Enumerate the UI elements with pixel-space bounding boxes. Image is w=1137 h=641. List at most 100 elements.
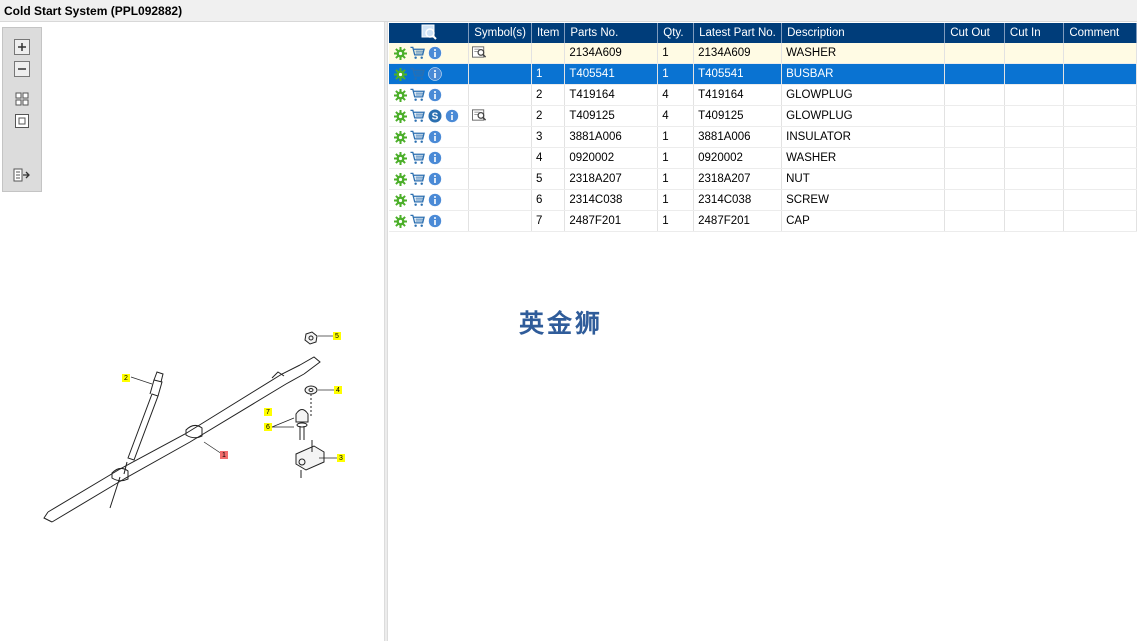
table-row[interactable]: S 1 T405541 1 T405541 BUSBAR: [389, 63, 1137, 85]
cell-parts-no: 2318A207: [564, 168, 659, 190]
callout-2[interactable]: 2: [122, 374, 130, 382]
cell-cut-out: [944, 189, 1005, 211]
diagram-pane[interactable]: 1 2 3 4 5 6 7: [0, 22, 384, 641]
cell-cut-in: [1004, 168, 1065, 190]
cell-description: WASHER: [781, 147, 946, 169]
cell-cut-out: [944, 105, 1005, 127]
header-parts-no[interactable]: Parts No.: [564, 23, 659, 43]
row-symbols: [468, 43, 532, 64]
row-symbols: [468, 210, 532, 232]
cart-icon[interactable]: [410, 88, 425, 103]
parts-list-pane: Symbol(s) Item Parts No. Qty. Latest Par…: [389, 22, 1137, 641]
table-row[interactable]: S 5 2318A207 1 2318A207 NUT: [389, 168, 1137, 190]
zoom-in-icon[interactable]: [13, 38, 31, 56]
callout-7-box: [264, 408, 272, 416]
cell-latest-part-no: T409125: [693, 105, 783, 127]
parts-diagram[interactable]: 1 2 3 4 5 6 7: [0, 22, 384, 641]
view-detail-icon[interactable]: [472, 107, 487, 122]
cell-parts-no: 0920002: [564, 147, 659, 169]
cart-icon[interactable]: [410, 109, 425, 124]
callout-5-label: 5: [335, 333, 339, 340]
cell-item: 4: [531, 147, 566, 169]
window-titlebar: Cold Start System (PPL092882): [0, 0, 1137, 22]
header-qty[interactable]: Qty.: [657, 23, 695, 43]
cell-parts-no: T409125: [564, 105, 659, 127]
cell-qty: 1: [657, 168, 695, 190]
export-list-icon[interactable]: [13, 166, 31, 184]
cart-icon[interactable]: [410, 214, 425, 229]
cell-qty: 1: [657, 126, 695, 148]
header-item[interactable]: Item: [531, 23, 566, 43]
callout-7[interactable]: 7: [264, 408, 272, 416]
cell-item: 5: [531, 168, 566, 190]
callout-6[interactable]: 6: [264, 423, 272, 431]
svg-text:S: S: [431, 112, 438, 123]
callout-5[interactable]: 5: [333, 332, 341, 340]
fit-all-icon[interactable]: [13, 90, 31, 108]
cell-qty: 4: [657, 105, 695, 127]
table-row[interactable]: S 2134A609 1 2134A609 WASHER: [389, 43, 1137, 64]
header-description[interactable]: Description: [781, 23, 946, 43]
info-icon[interactable]: [427, 130, 442, 145]
gear-icon[interactable]: [393, 88, 408, 103]
cart-icon[interactable]: [410, 46, 425, 61]
info-icon[interactable]: [427, 214, 442, 229]
header-actions[interactable]: [389, 23, 470, 43]
table-row[interactable]: S 2 T419164 4 T419164 GLOWPLUG: [389, 84, 1137, 106]
gear-icon[interactable]: [393, 193, 408, 208]
row-actions: S: [389, 147, 470, 169]
table-row[interactable]: S 3 3881A006 1 3881A006 INSULATOR: [389, 126, 1137, 148]
search-parts-icon[interactable]: [421, 24, 437, 40]
info-icon[interactable]: [427, 88, 442, 103]
cart-icon[interactable]: [410, 172, 425, 187]
cell-description: CAP: [781, 210, 946, 232]
cell-description: BUSBAR: [781, 63, 946, 85]
callout-5-box: [333, 332, 341, 340]
supersession-icon[interactable]: S: [427, 109, 442, 124]
info-icon[interactable]: [427, 172, 442, 187]
cell-latest-part-no: T405541: [693, 63, 783, 85]
info-icon[interactable]: [444, 109, 459, 124]
zoom-out-icon[interactable]: [13, 60, 31, 78]
cart-icon[interactable]: [410, 130, 425, 145]
cell-latest-part-no: 0920002: [693, 147, 783, 169]
header-symbols[interactable]: Symbol(s): [468, 23, 532, 43]
pane-splitter[interactable]: [384, 22, 388, 641]
table-row[interactable]: S 6 2314C038 1 2314C038 SCREW: [389, 189, 1137, 211]
gear-icon[interactable]: [393, 130, 408, 145]
cell-comment: [1063, 126, 1137, 148]
gear-icon[interactable]: [393, 46, 408, 61]
cart-icon[interactable]: [410, 151, 425, 166]
callout-1[interactable]: 1: [220, 451, 228, 459]
cell-cut-out: [944, 43, 1005, 64]
gear-icon[interactable]: [393, 151, 408, 166]
table-row[interactable]: S 7 2487F201 1 2487F201 CAP: [389, 210, 1137, 232]
cart-icon[interactable]: [410, 193, 425, 208]
table-row[interactable]: S 4 0920002 1 0920002 WASHER: [389, 147, 1137, 169]
info-icon[interactable]: [427, 46, 442, 61]
cell-item: 7: [531, 210, 566, 232]
info-icon[interactable]: [427, 193, 442, 208]
actual-size-icon[interactable]: [13, 112, 31, 130]
header-cut-in[interactable]: Cut In: [1004, 23, 1065, 43]
info-icon[interactable]: [427, 67, 442, 82]
callout-6-box: [264, 423, 272, 431]
view-detail-icon[interactable]: [472, 44, 487, 59]
cell-qty: 1: [657, 63, 695, 85]
gear-icon[interactable]: [393, 109, 408, 124]
table-row[interactable]: S 2 T409125 4 T409125 GLOWPLUG: [389, 105, 1137, 127]
cell-description: GLOWPLUG: [781, 84, 946, 106]
gear-icon[interactable]: [393, 67, 408, 82]
gear-icon[interactable]: [393, 172, 408, 187]
callout-4[interactable]: 4: [334, 386, 342, 394]
header-latest-part-no[interactable]: Latest Part No.: [693, 23, 783, 43]
row-actions: S: [389, 105, 470, 127]
header-cut-out[interactable]: Cut Out: [944, 23, 1005, 43]
cell-comment: [1063, 43, 1137, 64]
header-comment[interactable]: Comment: [1063, 23, 1137, 43]
callout-3[interactable]: 3: [337, 454, 345, 462]
cart-icon[interactable]: [410, 67, 425, 82]
gear-icon[interactable]: [393, 214, 408, 229]
info-icon[interactable]: [427, 151, 442, 166]
cell-qty: 1: [657, 147, 695, 169]
